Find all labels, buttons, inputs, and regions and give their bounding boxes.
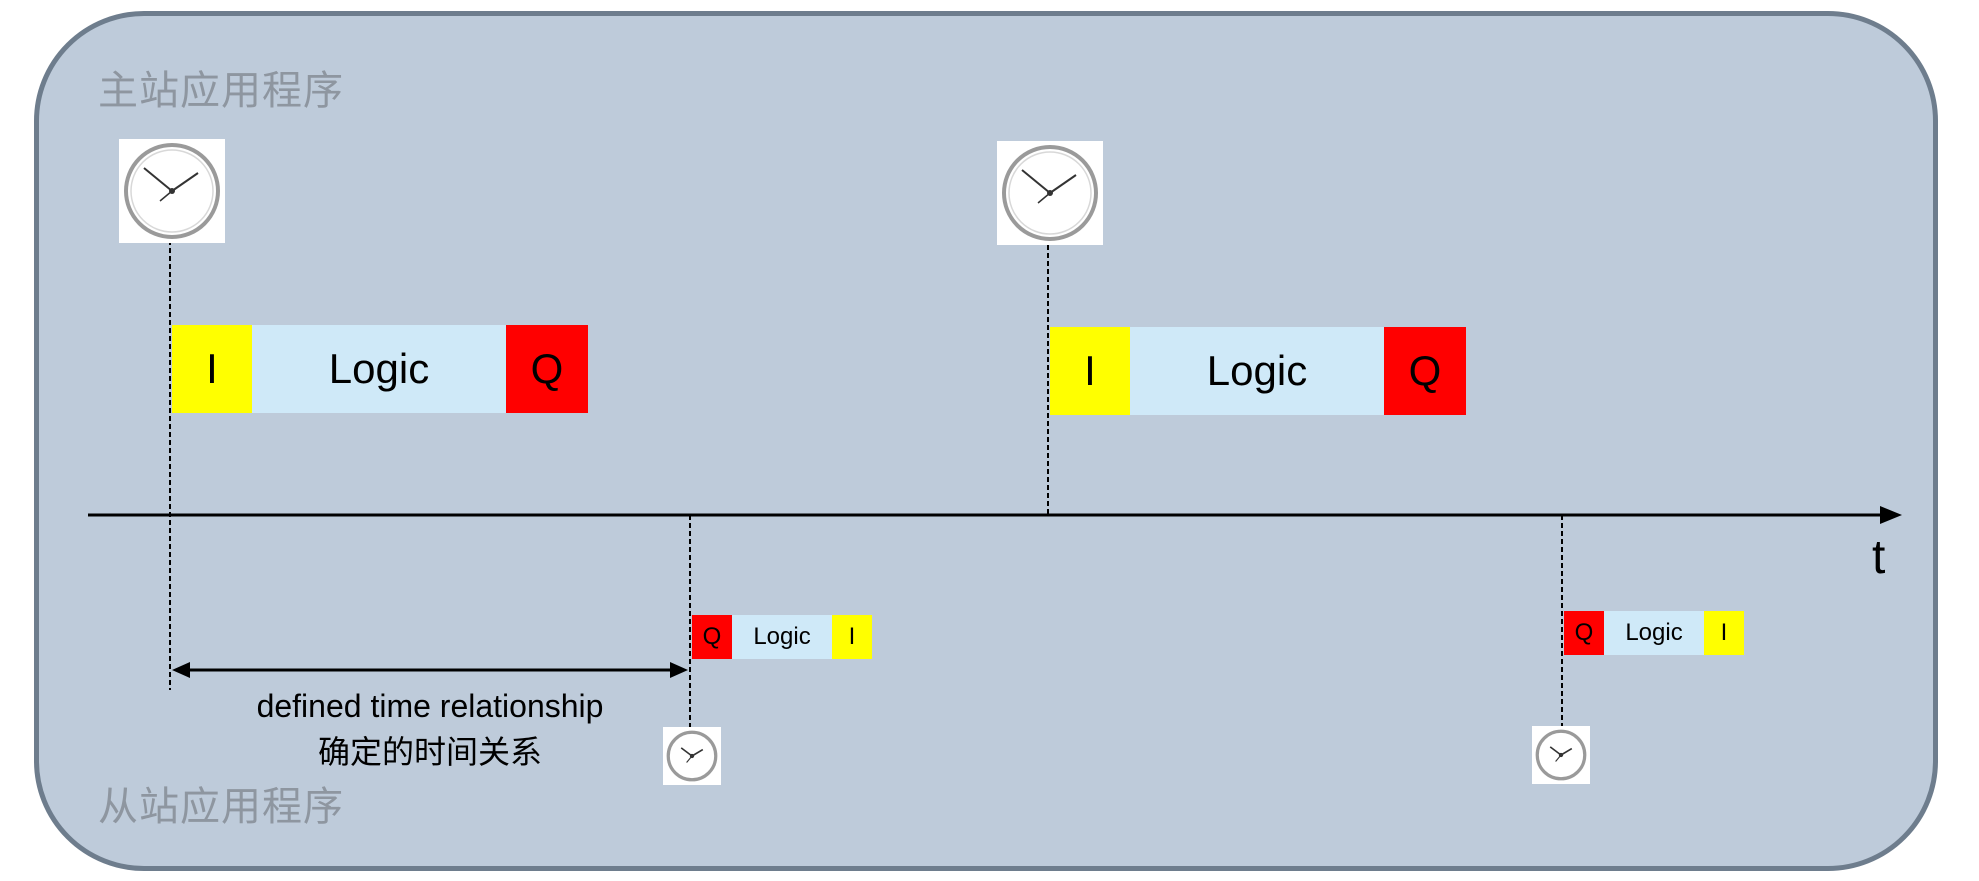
- relationship-arrow-left-icon: [172, 662, 190, 678]
- relationship-caption: defined time relationship 确定的时间关系: [210, 688, 650, 773]
- relationship-label-en: defined time relationship: [256, 688, 604, 724]
- slave-cycle-1-logic: Logic: [732, 615, 832, 659]
- slave-app-label: 从站应用程序: [98, 784, 344, 830]
- slave-cycle-2-logic: Logic: [1604, 611, 1704, 655]
- diagram-panel: [34, 11, 1938, 871]
- slave-cycle-2-output: Q: [1564, 611, 1604, 655]
- slave-clock-2-icon: [1532, 726, 1590, 784]
- master-cycle-2-logic: Logic: [1130, 327, 1384, 415]
- slave-clock-1-icon: [663, 727, 721, 785]
- slave-cycle-1-output: Q: [692, 615, 732, 659]
- slave-cycle-2-input: I: [1704, 611, 1744, 655]
- master-clock-2-icon: [997, 141, 1103, 245]
- time-axis-label: t: [1872, 531, 1886, 584]
- master-app-label: 主站应用程序: [98, 68, 344, 114]
- relationship-label-zh: 确定的时间关系: [317, 733, 542, 771]
- relationship-arrow-right-icon: [670, 662, 688, 678]
- master-cycle-2-input: I: [1050, 327, 1130, 415]
- time-axis-arrow-icon: [1880, 506, 1902, 524]
- slave-cycle-1-input: I: [832, 615, 872, 659]
- master-cycle-1-output: Q: [506, 325, 588, 413]
- master-clock-1-icon: [119, 139, 225, 243]
- master-cycle-1-input: I: [172, 325, 252, 413]
- master-cycle-2-output: Q: [1384, 327, 1466, 415]
- master-cycle-1-logic: Logic: [252, 325, 506, 413]
